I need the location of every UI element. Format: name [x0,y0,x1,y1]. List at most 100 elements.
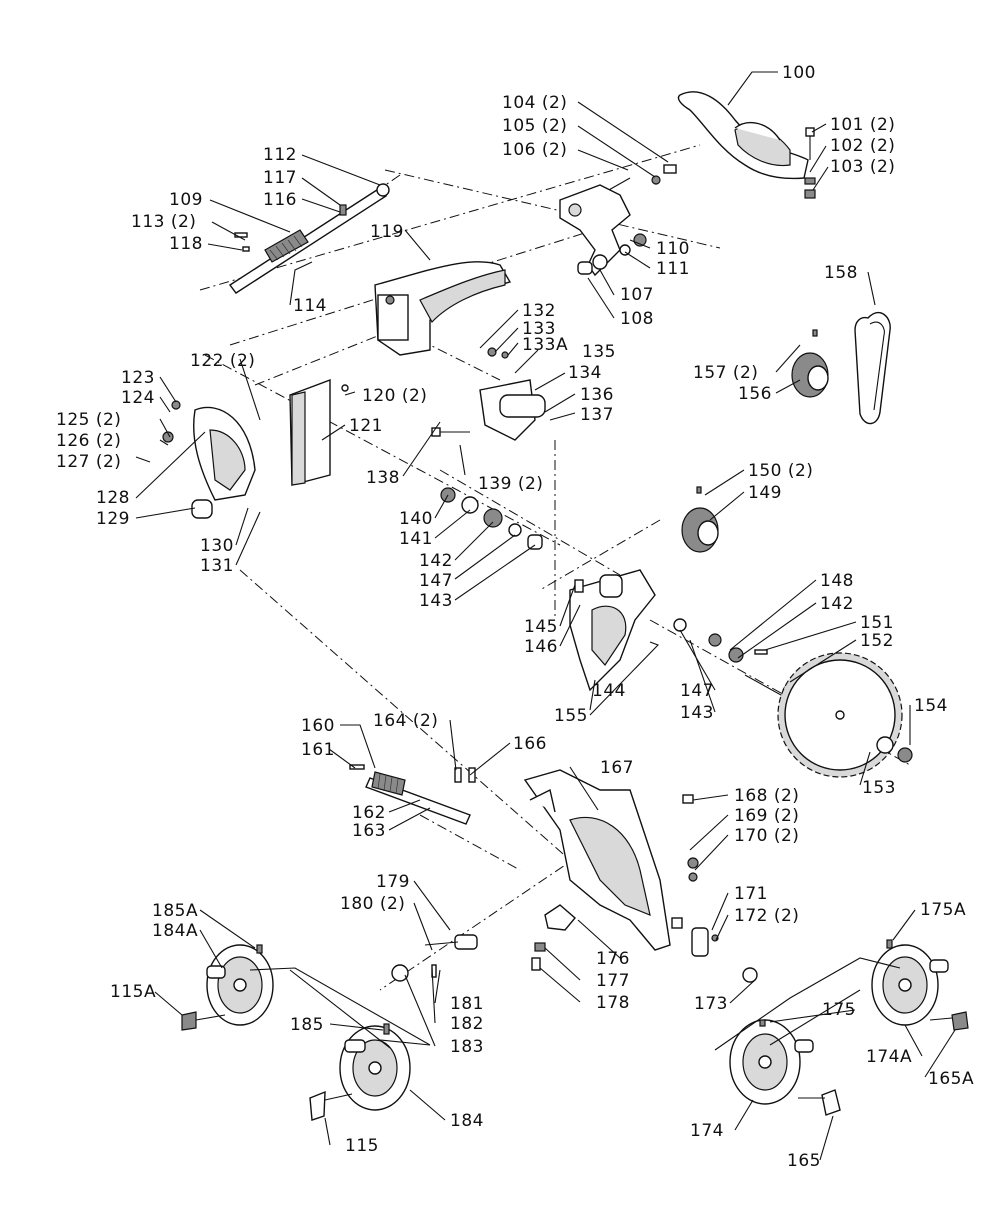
label-181: 181 [450,994,484,1014]
motor-mount-bracket [559,184,647,277]
knob-165 [798,1089,841,1116]
saw-blade [777,652,903,778]
label-165: 165 [787,1151,821,1171]
label-144: 144 [592,681,626,701]
label-102: 102 (2) [830,136,895,156]
screw-168 [682,794,699,882]
label-136: 136 [580,385,614,405]
label-174A: 174A [866,1047,912,1067]
label-133A: 133A [522,335,568,355]
label-158: 158 [824,263,858,283]
label-171: 171 [734,884,768,904]
label-153: 153 [862,778,896,798]
motor-cover-part [677,91,809,180]
label-112: 112 [263,145,297,165]
label-141: 141 [399,529,433,549]
label-101: 101 (2) [830,115,895,135]
label-106: 106 (2) [502,140,567,160]
label-175: 175 [822,1000,856,1020]
label-137: 137 [580,405,614,425]
label-119: 119 [370,222,404,242]
label-126: 126 (2) [56,431,121,451]
label-146: 146 [524,637,558,657]
label-152: 152 [860,631,894,651]
label-179: 179 [376,872,410,892]
label-142a: 142 [419,551,453,571]
lower-lock-assembly [391,934,478,982]
label-121: 121 [349,416,383,436]
label-130: 130 [200,536,234,556]
label-161: 161 [301,740,335,760]
label-170: 170 (2) [734,826,799,846]
label-151: 151 [860,613,894,633]
label-172: 172 (2) [734,906,799,926]
main-base-casting [523,769,683,951]
knob-165A [929,1011,969,1031]
label-115: 115 [345,1136,379,1156]
label-178: 178 [596,993,630,1013]
label-127: 127 (2) [56,452,121,472]
label-174: 174 [690,1121,724,1141]
bearing-stack [440,487,543,550]
label-139: 139 (2) [478,474,543,494]
label-167: 167 [600,758,634,778]
knob-115 [309,1090,353,1121]
label-134: 134 [568,363,602,383]
label-125: 125 (2) [56,410,121,430]
label-120: 120 (2) [362,386,427,406]
label-154: 154 [914,696,948,716]
label-160: 160 [301,716,335,736]
label-184: 184 [450,1111,484,1131]
label-117: 117 [263,168,297,188]
label-147b: 147 [680,681,714,701]
label-169: 169 (2) [734,806,799,826]
part-number-labels: 100 101 (2) 102 (2) 103 (2) 104 (2) 105 … [56,63,974,1171]
label-123: 123 [121,368,155,388]
label-118: 118 [169,234,203,254]
label-145: 145 [524,617,558,637]
label-111: 111 [656,259,690,279]
label-149: 149 [748,483,782,503]
label-103: 103 (2) [830,157,895,177]
label-166: 166 [513,734,547,754]
blade-flange-and-nut [876,736,913,763]
label-177: 177 [596,971,630,991]
label-164: 164 (2) [373,711,438,731]
assembly-center-lines [199,144,911,991]
label-148: 148 [820,571,854,591]
lock-plate-assembly [691,927,758,983]
label-122: 122 (2) [190,351,255,371]
label-155: 155 [554,706,588,726]
screw-101 [804,127,816,199]
arbor-pulley [681,486,719,553]
leader-lines [135,71,956,1161]
label-142b: 142 [820,594,854,614]
label-180: 180 (2) [340,894,405,914]
label-143a: 143 [419,591,453,611]
label-116: 116 [263,190,297,210]
label-113: 113 (2) [131,212,196,232]
label-182: 182 [450,1014,484,1034]
handwheel-174 [729,1019,814,1105]
label-183: 183 [450,1037,484,1057]
label-185: 185 [290,1015,324,1035]
label-150: 150 (2) [748,461,813,481]
label-185A: 185A [152,901,198,921]
label-129: 129 [96,509,130,529]
arm-housing [374,261,512,356]
handwheel-184 [339,1023,411,1111]
label-168: 168 (2) [734,786,799,806]
label-115A: 115A [110,982,156,1002]
lock-lever [531,904,576,971]
label-138: 138 [366,468,400,488]
label-157: 157 (2) [693,363,758,383]
label-131: 131 [200,556,234,576]
label-147a: 147 [419,571,453,591]
blade-arm-casting [569,569,656,692]
left-trunnion [162,400,256,519]
label-140: 140 [399,509,433,529]
drive-belt [854,312,891,425]
label-124: 124 [121,388,155,408]
handwheel-connectors [249,957,901,1051]
